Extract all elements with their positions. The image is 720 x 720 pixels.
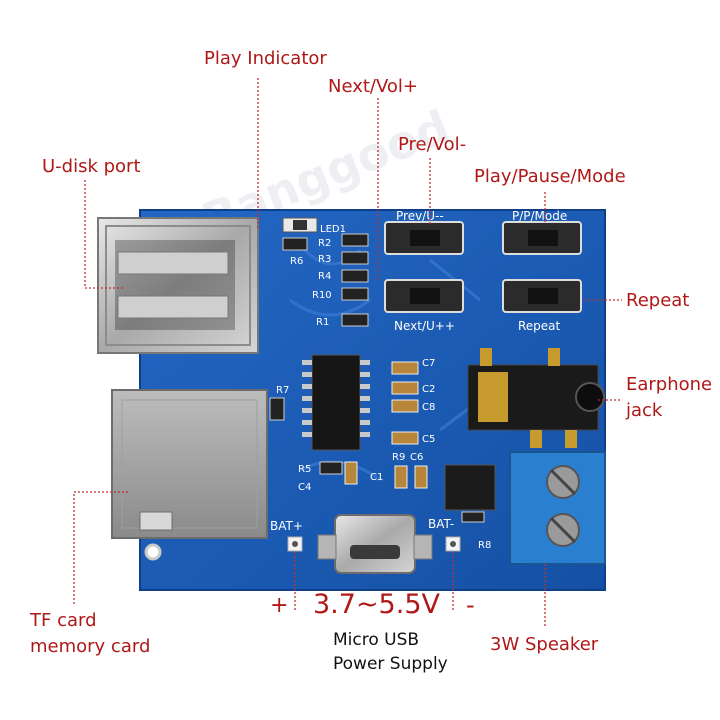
main-ic-chip	[302, 354, 370, 451]
power-voltage-label: 3.7~5.5V	[313, 589, 440, 620]
speaker-label: 3W Speaker	[490, 634, 599, 655]
power-plus-label: +	[270, 593, 289, 618]
tf-card-label-line1: TF card	[30, 610, 97, 631]
capacitor-group	[319, 361, 428, 489]
silk-r8: R8	[478, 540, 491, 551]
next-button	[384, 279, 464, 313]
play-pause-mode-button	[502, 221, 582, 255]
earphone-jack	[467, 348, 605, 448]
silk-led1: LED1	[320, 224, 346, 235]
resistor-array	[269, 233, 369, 421]
silk-next: Next/U++	[394, 319, 455, 333]
play-indicator-label: Play Indicator	[204, 48, 327, 69]
silk-r3: R3	[318, 254, 331, 265]
pre-vol-label: Pre/Vol-	[398, 134, 467, 155]
u-disk-port-leader	[84, 180, 125, 289]
silk-c1: C1	[370, 472, 383, 483]
usb-supply-label-line1: Micro USB	[333, 630, 420, 650]
silk-r10: R10	[312, 290, 332, 301]
usb-supply-label-line2: Power Supply	[333, 654, 448, 674]
silk-r4: R4	[318, 271, 331, 282]
repeat-button	[502, 279, 582, 313]
silk-r9: R9	[392, 452, 405, 463]
u-disk-port-label: U-disk port	[42, 156, 141, 177]
amplifier-chip	[444, 464, 496, 523]
silk-c8: C8	[422, 402, 435, 413]
power-minus-label: -	[466, 591, 475, 619]
silk-r6: R6	[290, 256, 303, 267]
earphone-jack-label-line1: Earphone	[626, 374, 713, 395]
silk-c7: C7	[422, 358, 435, 369]
silk-c6: C6	[410, 452, 423, 463]
micro-usb-port	[317, 514, 433, 574]
silk-bat-plus: BAT+	[270, 519, 303, 533]
earphone-jack-label-line2: jack	[626, 400, 663, 421]
silk-r5: R5	[298, 464, 311, 475]
prev-button	[384, 221, 464, 255]
tf-card-label-line2: memory card	[30, 636, 151, 657]
repeat-label: Repeat	[626, 290, 690, 311]
silk-c2: C2	[422, 384, 435, 395]
led1-component	[282, 217, 318, 233]
next-vol-label: Next/Vol+	[328, 76, 419, 97]
silk-ppmode: P/P/Mode	[512, 209, 567, 223]
tf-card-leader	[73, 491, 128, 604]
silk-r7: R7	[276, 385, 289, 396]
speaker-terminal-block	[509, 451, 606, 565]
silk-bat-minus: BAT-	[428, 517, 454, 531]
silk-c4: C4	[298, 482, 311, 493]
bat-pads	[287, 536, 461, 552]
usb-a-port	[97, 217, 259, 354]
silk-c5: C5	[422, 434, 435, 445]
play-pause-mode-label: Play/Pause/Mode	[474, 166, 626, 187]
silkscreen-labels: LED1 R2 R6 R3 R4 R10 R1 Prev/U-- P/P/Mod…	[270, 209, 567, 551]
leader-lines	[73, 78, 622, 626]
silk-repeat: Repeat	[518, 319, 561, 333]
silk-r1: R1	[316, 317, 329, 328]
silk-prev: Prev/U--	[396, 209, 444, 223]
tf-card-slot	[111, 389, 268, 539]
silk-r2: R2	[318, 238, 331, 249]
